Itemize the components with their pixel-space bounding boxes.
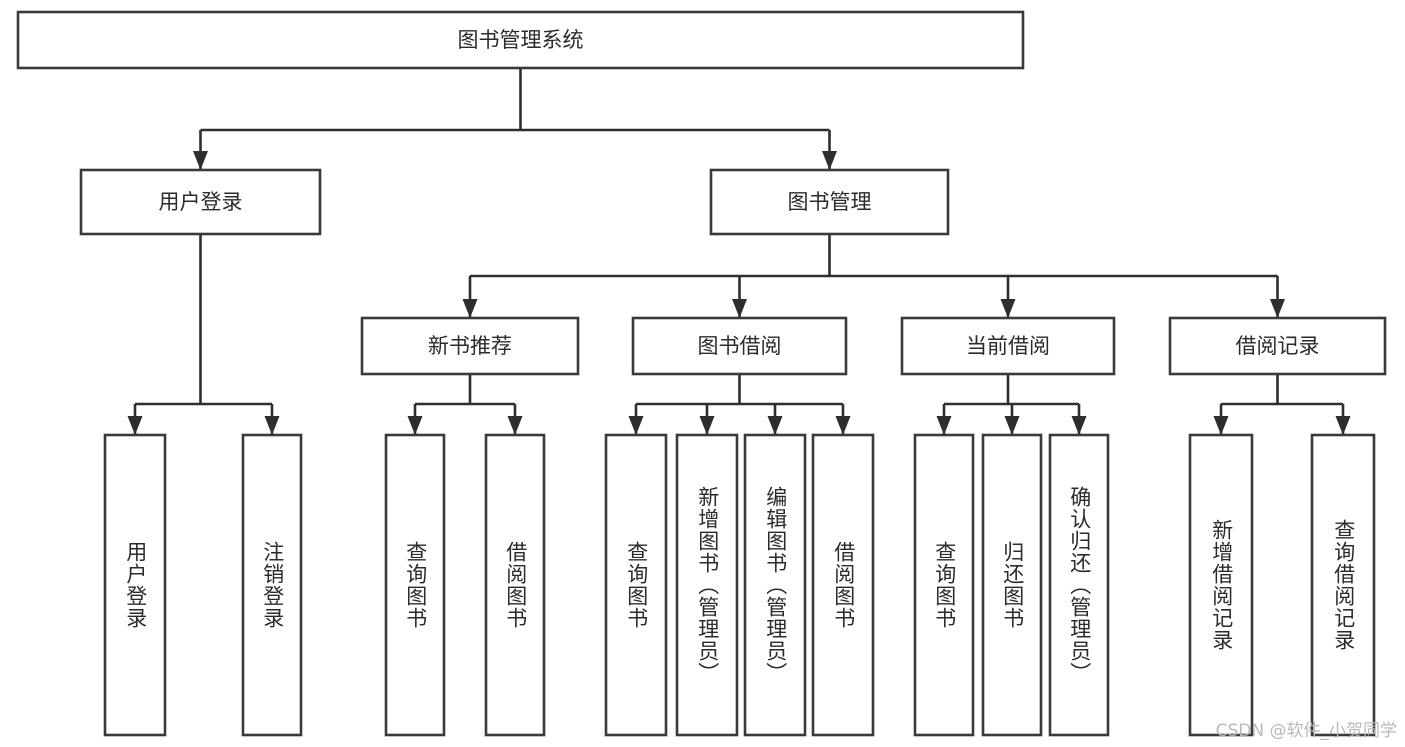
leaf-node-box-11[interactable] [1188, 433, 1254, 737]
arrowhead-icon [936, 416, 952, 435]
leaf-node-box-6[interactable] [743, 433, 807, 737]
node-level2-box-1[interactable] [709, 168, 950, 236]
arrowhead-icon [264, 416, 280, 435]
leaf-node-box-1[interactable] [241, 433, 303, 737]
arrowhead-icon [1213, 416, 1229, 435]
node-level2-label-1: 图书管理 [788, 190, 872, 214]
node-level3-box-2[interactable] [900, 316, 1116, 376]
node-level3-box-1[interactable] [631, 316, 848, 376]
arrowhead-icon [822, 151, 837, 170]
arrowhead-icon [767, 416, 783, 435]
node-level3-box-0[interactable] [360, 316, 580, 376]
arrowhead-icon [1071, 416, 1087, 435]
leaf-node-box-0[interactable] [103, 433, 167, 737]
node-level2-label-0: 用户登录 [159, 190, 243, 214]
leaf-node-box-8[interactable] [913, 433, 975, 737]
arrowhead-icon [699, 416, 715, 435]
leaf-node-box-3[interactable] [484, 433, 546, 737]
node-root-label: 图书管理系统 [458, 28, 584, 52]
leaf-node-box-12[interactable] [1310, 433, 1376, 737]
leaf-node-box-2[interactable] [384, 433, 446, 737]
arrowhead-icon [1000, 299, 1016, 318]
connector-lines [127, 68, 1351, 435]
arrowhead-icon [462, 299, 478, 318]
node-level2-box-0[interactable] [79, 168, 322, 236]
arrowhead-icon [407, 416, 423, 435]
arrowhead-icon [835, 416, 851, 435]
leaf-node-box-7[interactable] [811, 433, 875, 737]
arrowhead-icon [127, 416, 143, 435]
arrowhead-icon [1270, 299, 1285, 318]
arrowhead-icon [628, 416, 644, 435]
arrowhead-icon [1004, 416, 1020, 435]
node-level3-label-1: 图书借阅 [698, 334, 782, 358]
arrowhead-icon [732, 299, 747, 318]
arrowhead-icon [1335, 416, 1351, 435]
node-boxes [16, 10, 1387, 737]
watermark-text: CSDN @软件_小贺同学 [1215, 721, 1397, 741]
node-level3-label-3: 借阅记录 [1236, 334, 1320, 358]
node-level3-label-0: 新书推荐 [428, 334, 512, 358]
node-level3-label-2: 当前借阅 [966, 334, 1050, 358]
leaf-node-box-10[interactable] [1048, 433, 1110, 737]
leaf-node-box-5[interactable] [675, 433, 739, 737]
leaf-node-box-4[interactable] [604, 433, 668, 737]
node-level3-box-3[interactable] [1168, 316, 1387, 376]
arrowhead-icon [193, 151, 208, 170]
arrowhead-icon [507, 416, 523, 435]
leaf-node-box-9[interactable] [981, 433, 1043, 737]
node-root-box[interactable] [16, 10, 1025, 70]
